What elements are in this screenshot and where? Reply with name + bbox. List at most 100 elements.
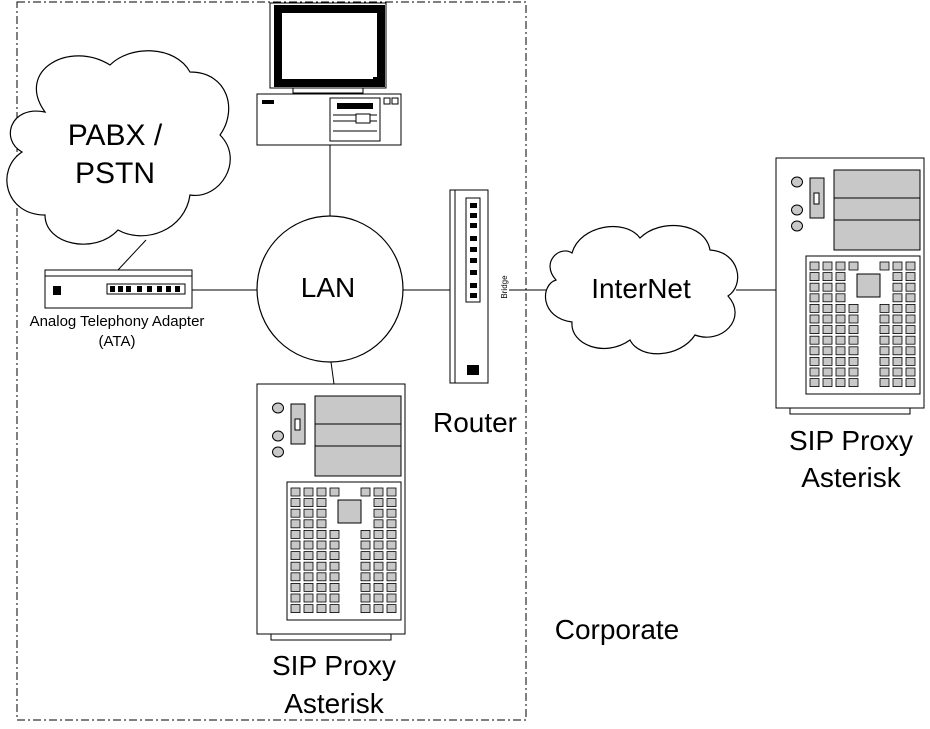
vent-cell [892, 314, 903, 324]
vent-cell [373, 529, 384, 539]
vent-cell [822, 293, 833, 303]
vent-cell [386, 540, 397, 550]
pabx-label-line1: PABX / [68, 119, 163, 152]
vent-cell [290, 593, 301, 603]
vent-cell [316, 508, 327, 518]
vent-cell [386, 593, 397, 603]
vent-cell [822, 378, 833, 388]
vent-cell [329, 582, 340, 592]
vent-cell [905, 272, 916, 281]
vent-cell [848, 378, 859, 388]
vent-cell [303, 582, 314, 592]
vent-cell [290, 529, 301, 539]
internet-cloud: InterNet [544, 225, 739, 355]
vent-cell [879, 325, 890, 335]
vent-cell [386, 561, 397, 571]
vent-cell [809, 346, 820, 356]
vent-cell [303, 529, 314, 539]
vent-cell [848, 356, 859, 366]
vent-cell [822, 314, 833, 324]
vent-cell [848, 346, 859, 356]
vent-cell [386, 572, 397, 582]
vent-cell [329, 487, 340, 497]
ata-device-icon [44, 269, 193, 309]
vent-cell [316, 487, 327, 497]
vent-cell [848, 325, 859, 335]
vent-cell [290, 498, 301, 507]
vent-cell [835, 325, 846, 335]
vent-cell [892, 378, 903, 388]
vent-cell [905, 282, 916, 292]
vent-cell [386, 582, 397, 592]
router-label: Router [433, 407, 517, 438]
vent-cell [386, 487, 397, 497]
vent-cell [316, 540, 327, 550]
vent-cell [373, 593, 384, 603]
vent-cell [316, 572, 327, 582]
vent-cell [835, 378, 846, 388]
vent-cell [848, 303, 859, 313]
vent-cell [835, 293, 846, 303]
vent-cell [329, 540, 340, 550]
vent-cell [822, 282, 833, 292]
vent-cell [905, 346, 916, 356]
vent-cell [360, 551, 371, 561]
vent-cell [316, 519, 327, 529]
vent-cell [892, 272, 903, 281]
desktop-computer-icon [256, 2, 402, 146]
vent-cell [290, 582, 301, 592]
vent-cell [822, 356, 833, 366]
vent-cell [835, 261, 846, 271]
sip-proxy-remote-icon [775, 157, 925, 415]
vent-cell [316, 551, 327, 561]
vent-cell [360, 582, 371, 592]
ata-label-line2: (ATA) [99, 333, 136, 350]
vent-cell [303, 519, 314, 529]
vent-cell [303, 593, 314, 603]
vent-cell [905, 261, 916, 271]
vent-cell [360, 529, 371, 539]
vent-cell [373, 487, 384, 497]
vent-cell [809, 293, 820, 303]
vent-cell [822, 325, 833, 335]
vent-cell [290, 561, 301, 571]
vent-cell [360, 540, 371, 550]
vent-cell [905, 335, 916, 345]
vent-cell [329, 572, 340, 582]
vent-cell [892, 367, 903, 377]
vent-cell [892, 303, 903, 313]
vent-cell [303, 561, 314, 571]
vent-cell [835, 282, 846, 292]
vent-cell [822, 346, 833, 356]
connection-lines [117, 145, 776, 385]
vent-cell [879, 261, 890, 271]
vent-cell [360, 561, 371, 571]
vent-cell [905, 303, 916, 313]
lan-node: LAN [256, 215, 404, 363]
vent-cell [303, 498, 314, 507]
vent-cell [316, 593, 327, 603]
lan-label: LAN [301, 272, 355, 303]
vent-cell [879, 346, 890, 356]
sip-local-label-line1: SIP Proxy [272, 650, 396, 681]
corporate-boundary [16, 1, 527, 721]
vent-cell [822, 261, 833, 271]
vent-cell [892, 293, 903, 303]
vent-cell [316, 529, 327, 539]
vent-cell [360, 487, 371, 497]
pabx-pstn-cloud: PABX / PSTN [6, 50, 231, 245]
vent-cell [892, 335, 903, 345]
sip-remote-label-line1: SIP Proxy [789, 425, 913, 456]
vent-cell [373, 540, 384, 550]
vent-cell [329, 593, 340, 603]
pabx-label-line2: PSTN [75, 157, 155, 190]
vent-cell [290, 487, 301, 497]
vent-cell [848, 261, 859, 271]
vent-cell [905, 325, 916, 335]
vent-cell [879, 378, 890, 388]
vent-cell [809, 282, 820, 292]
vent-cell [316, 498, 327, 507]
vent-cell [373, 582, 384, 592]
